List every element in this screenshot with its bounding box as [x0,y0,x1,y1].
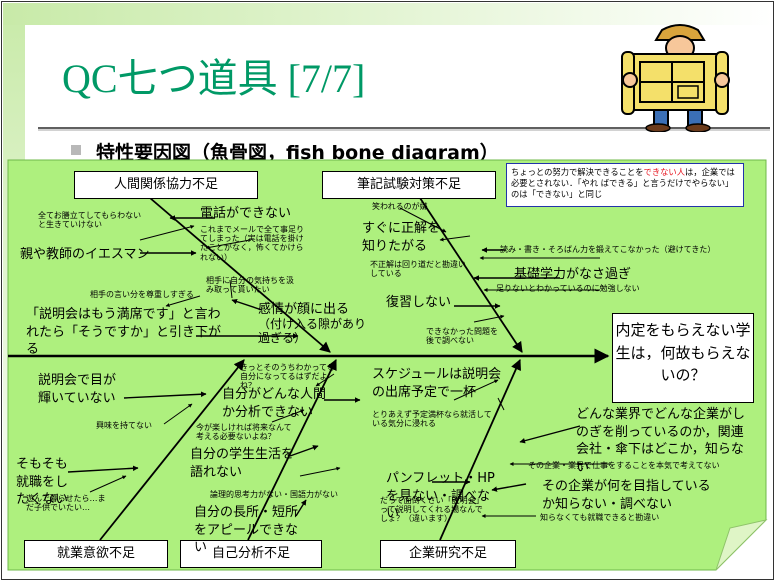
cause-human-7: 感情が顔に出る [258,302,350,317]
cause-human-4: 親や教師のイエスマン [20,247,150,262]
cause-research-4: その企業・業界で仕事をすることを本気で考えてない [528,461,720,470]
cause-self-2: 自分がどんな人間か分析できない [222,387,327,420]
title-page: [7/7] [287,56,366,101]
cause-self-5: 論理的思考力がない・国語力がない [210,490,338,499]
cause-research-7: だって面倒くさい「説明会」って説明してくれる場なんでしょ？（違います） [380,496,484,524]
cause-self-6: 自分の長所・短所をアピールできない [194,505,299,556]
category-exam: 筆記試験対策不足 [322,171,496,199]
cause-exam-1: 笑われるのが嫌 [372,202,428,211]
cause-exam-3: 読み・書き・そろばん力を鍛えてこなかった（避けてきた） [500,245,716,254]
effect-box: 内定をもらえない学生は，何故もらえないの？ [612,313,754,403]
cause-research-1: スケジュールは説明会の出席予定で一杯 [372,367,502,400]
cause-exam-6: 足りないとわかっているのに勉強しない [496,284,640,293]
cause-motivation-4: 遊んで暮らせたら…まだ子供でいたい… [26,494,106,513]
cause-motivation-3: そもそも就職をしたくない [16,457,69,508]
category-motivation: 就業意欲不足 [24,540,168,568]
note-text-1: ちょっとの努力で解決できることを [511,167,644,177]
cause-exam-7: 復習しない [386,295,452,310]
category-human: 人間関係協力不足 [74,171,258,199]
cause-self-1: きっとそのうちわかってる自分になってるはずだよね？ [240,363,336,391]
cause-exam-4: 基礎学力がなさ過ぎ [514,267,632,282]
cause-research-8: 知らなくても就職できると勘違い [540,513,660,522]
cause-exam-8: できなかった問題を後で調べない [426,327,498,346]
cause-self-3: 今が楽しければ将来なんて考える必要ないよね？ [196,423,292,442]
category-self: 自己分析不足 [180,540,322,568]
cause-human-1: 全てお膳立てしてもらわないと生きていけない [38,211,142,230]
cause-human-3: これまでメールで全て事足りてしまった（実は電話を掛けたことがなく，怖くてかけられ… [200,225,304,262]
note-highlight: できない人 [643,167,686,177]
cause-motivation-1: 説明会で目が輝いていない [38,373,117,406]
cause-research-2: とりあえず予定満杯なら就活している気分に浸れる [372,410,492,429]
bullet-icon [71,145,81,155]
note-box: ちょっとの努力で解決できることをできない人は，企業では必要とされない．「やれ ば… [506,163,744,207]
note-text-2: は，企業では必要とされない．「やれ ばできる」と言うだけでやらない」のは「できな… [511,167,735,199]
cause-research-3: どんな業界でどんな企業がしのぎを削っているのか，関連会社・傘下はどこか，知らない [576,407,746,475]
slide-title: QC七つ道具 [7/7] [62,46,365,104]
cause-human-8: （付け入る隙があり過ぎる） [258,317,367,345]
subtitle: 特性要因図（魚骨図，fish bone diagram） [96,142,499,164]
cause-human-2: 電話ができない [200,206,292,221]
title-main: QC七つ道具 [62,56,278,101]
cause-motivation-2: 興味を持てない [96,421,152,430]
cause-human-5: 相手に自分の気持ちを汲み取って貰いたい [206,276,294,295]
cause-exam-2: すぐに正解を知りたがる [362,221,441,254]
person-holding-blueprint-icon [621,24,730,132]
cause-research-5: パンフレット・HPを見ない・調べない [386,471,495,522]
cause-human-9: 「説明会はもう満席です」と言われたら「そうですか」と引き下がる [26,307,222,358]
category-research: 企業研究不足 [380,540,516,568]
cause-research-6: その企業が何を目指しているか知らない・調べない [542,479,711,512]
cause-exam-5: 不正解は回り道だと勘違いしている [370,260,466,279]
cause-self-4: 自分の学生生活を語れない [190,447,295,480]
cause-human-6: 相手の言い分を尊重しすぎる [90,290,194,299]
